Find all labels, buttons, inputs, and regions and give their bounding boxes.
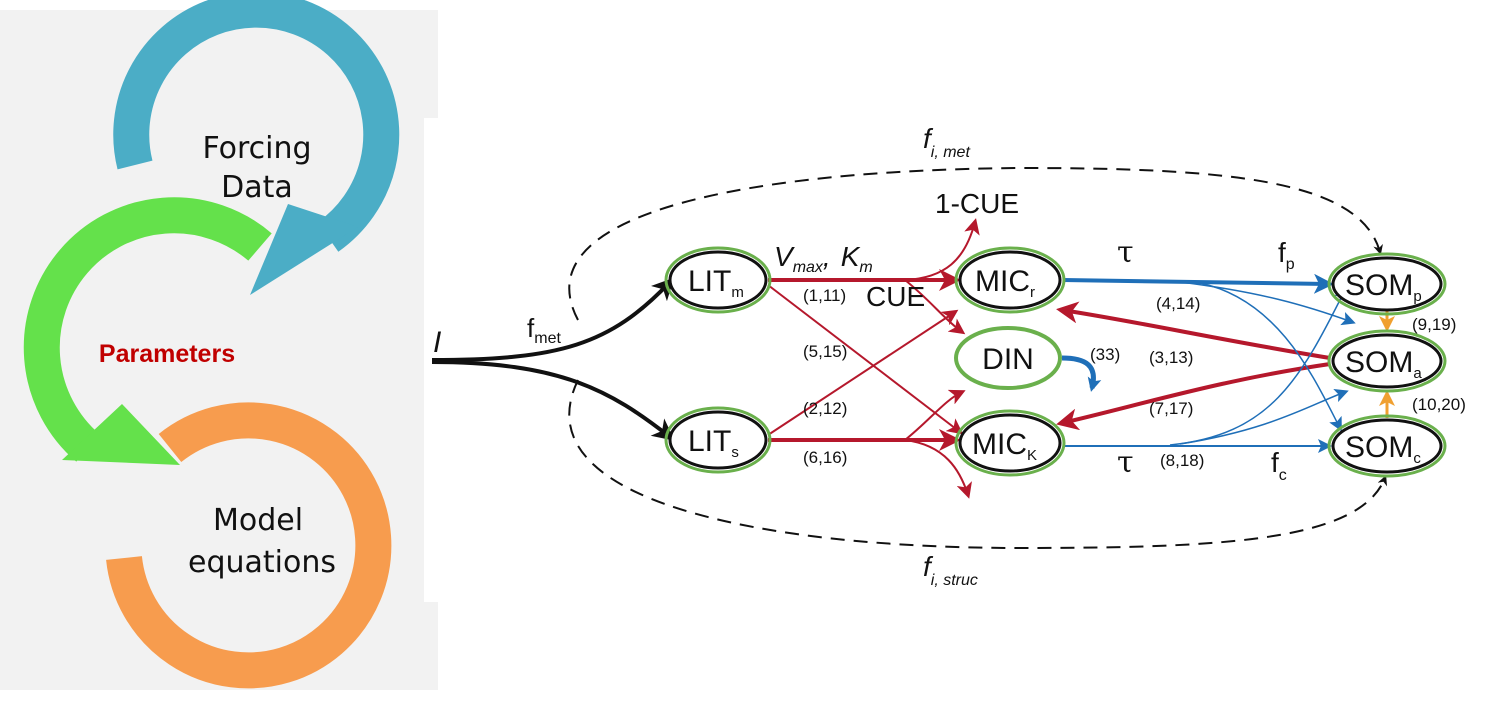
flux-2-12: (2,12) [803, 399, 847, 418]
vmax-km-label: Vmax,Km [774, 241, 873, 276]
micr-to-somc-arrow [1199, 282, 1342, 432]
flux-10-20: (10,20) [1412, 395, 1466, 414]
soma-to-micr-arrow [1056, 301, 1331, 360]
forcing-data-arc [113, 0, 400, 295]
lits-respiration-arrow [904, 439, 972, 499]
litm-to-mick-arrow [767, 284, 964, 435]
fc-label: fc [1271, 447, 1287, 484]
lits-din-arrow [904, 389, 966, 441]
micr-to-soma-arrow [1179, 281, 1356, 326]
som-c-label: SOMc [1345, 431, 1421, 467]
f-i-met-label: fi, met [923, 123, 970, 161]
flux-33: (33) [1090, 345, 1120, 364]
som-a-label: SOMa [1345, 346, 1422, 382]
one-cue-label: 1-CUE [935, 188, 1019, 219]
cue-label: CUE [866, 281, 925, 312]
pool-som-a [1327, 329, 1447, 393]
flux-3-13: (3,13) [1149, 348, 1193, 367]
forcing-label: Forcing [202, 131, 311, 166]
soma-to-mick-arrow [1056, 362, 1331, 431]
f-met-label: fmet [527, 313, 561, 347]
tau-top-label: τ [1117, 235, 1134, 270]
mick-to-soma-arrow [1179, 388, 1349, 445]
parameters-arc [23, 197, 272, 465]
parameters-label: Parameters [99, 340, 235, 368]
flux-8-18: (8,18) [1160, 451, 1204, 470]
model-equations-arc [106, 402, 392, 689]
equations-label: equations [188, 545, 336, 580]
model-label: Model [213, 503, 303, 538]
mic-k-label: MICK [972, 428, 1037, 464]
micr-to-somp-arrow [1062, 273, 1334, 294]
input-to-litm-arrow [431, 277, 675, 362]
pool-mic-r [954, 246, 1066, 314]
fp-label: fp [1278, 237, 1295, 273]
f-i-struc-label: fi, struc [923, 551, 978, 589]
pool-mic-k [954, 409, 1066, 477]
panel-gap [424, 118, 438, 602]
tau-bottom-label: τ [1117, 445, 1134, 480]
flux-6-16: (6,16) [803, 448, 847, 467]
litm-din-arrow [904, 279, 966, 335]
f-i-struc-dashed-path [568, 379, 1388, 550]
input-to-lits-arrow [431, 360, 675, 441]
din-label: DIN [982, 343, 1034, 376]
din-loss-arrow [1061, 355, 1102, 392]
mic-r-label: MICr [975, 265, 1035, 301]
data-label: Data [221, 170, 293, 205]
pool-som-p [1327, 252, 1447, 316]
flux-4-14: (4,14) [1156, 294, 1200, 313]
lit-s-label: LITs [688, 425, 739, 461]
pool-lit-s [664, 406, 772, 474]
pool-lit-m [664, 246, 772, 314]
lits-to-micr-arrow [767, 309, 959, 436]
flux-5-15: (5,15) [803, 342, 847, 361]
som-p-label: SOMp [1345, 269, 1422, 305]
pool-din [954, 326, 1062, 390]
lit-m-label: LITm [688, 265, 744, 301]
flux-7-17: (7,17) [1149, 399, 1193, 418]
litm-respiration-arrow [904, 218, 980, 281]
pool-som-c [1327, 414, 1447, 478]
input-label: I [433, 326, 441, 359]
flux-1-11: (1,11) [803, 286, 846, 305]
flux-9-19: (9,19) [1412, 315, 1456, 334]
